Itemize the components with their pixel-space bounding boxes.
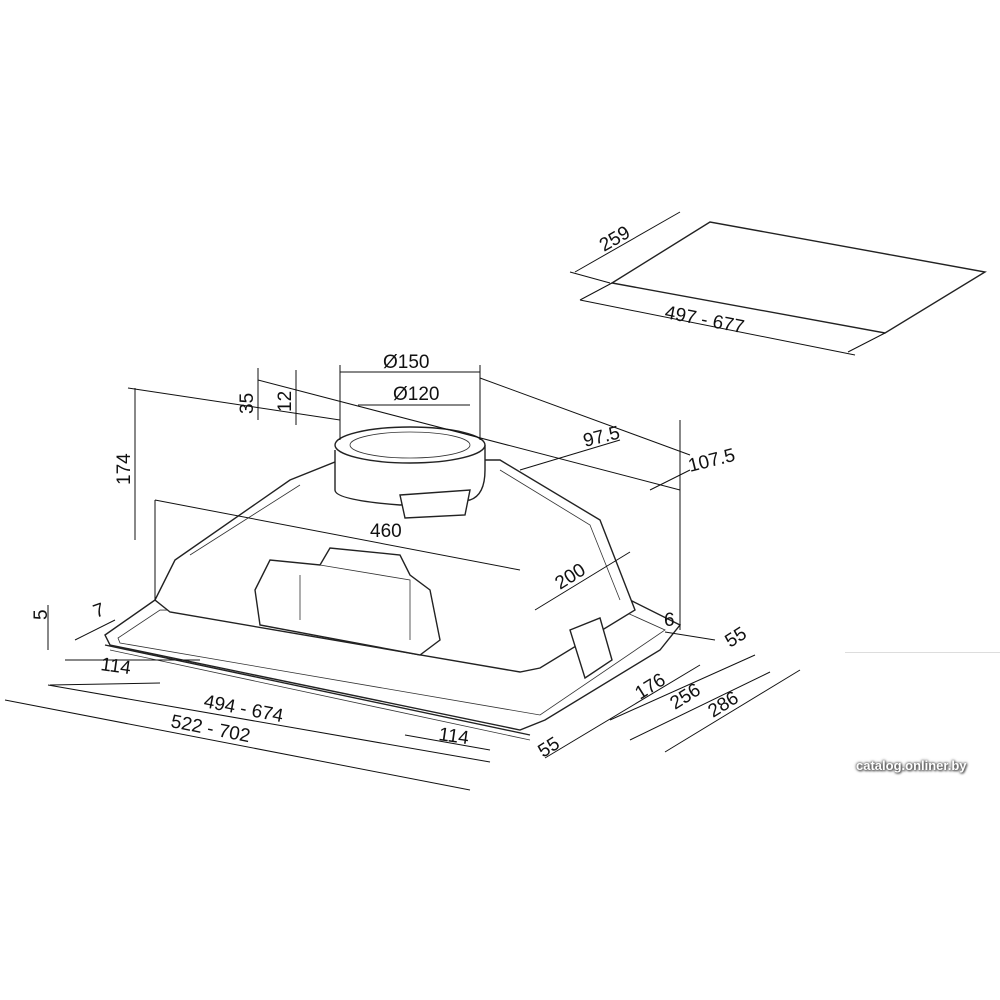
dim-outlet-inner-diameter: Ø120 [393,384,439,405]
dim-body-height: 174 [114,453,135,485]
hood-body [104,426,682,741]
watermark: catalog.onliner.by [856,758,967,773]
dim-frame-lip: 7 [91,599,108,622]
dim-cutout-width: 497 - 677 [663,302,746,338]
dim-outlet-outer-diameter: Ø150 [383,352,429,373]
dim-edge-gap: 6 [664,610,675,631]
dim-depth-256: 256 [667,680,705,715]
dim-bracket-left: 114 [99,654,132,679]
dim-inner-height: 12 [275,391,296,412]
dim-cutout-depth: 259 [596,222,634,256]
separator-line [845,652,1000,653]
dim-depth-176: 176 [632,670,670,705]
dim-depth-286: 286 [705,688,743,723]
dim-rear-offset: 55 [535,733,564,762]
cutout-panel [569,211,987,356]
dim-front-offset: 55 [722,623,751,652]
dim-collar-height: 35 [237,393,258,414]
dim-frame-thickness: 5 [31,609,52,620]
dim-hood-width: 460 [370,521,402,542]
dim-offset-outer: 107.5 [686,445,737,477]
dim-bracket-right: 114 [437,724,470,749]
dimension-lines [4,365,801,791]
dim-offset-inner: 97.5 [581,423,622,452]
